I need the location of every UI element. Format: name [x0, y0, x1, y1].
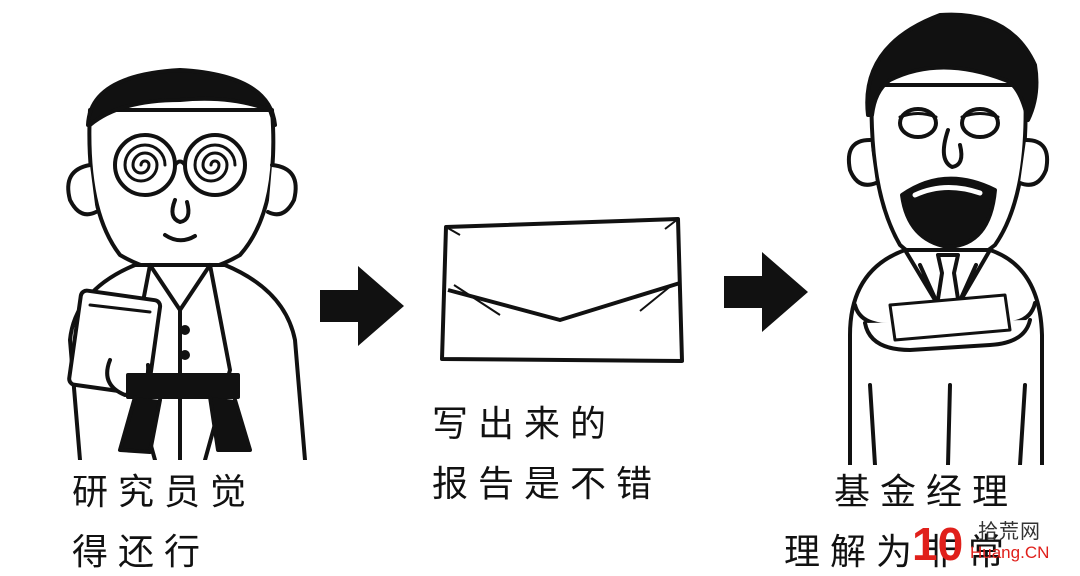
- right-caption: 基金经理 理解为非常: [784, 470, 1018, 576]
- fund-manager-figure: [847, 12, 1049, 465]
- researcher-figure: [66, 68, 307, 460]
- watermark-logo: 10 拾荒网 Huang.CN: [912, 515, 1072, 570]
- watermark-en: Huang.CN: [970, 543, 1050, 562]
- left-caption-line2: 得还行: [72, 532, 211, 573]
- middle-caption: 写出来的 报告是不错: [432, 402, 662, 508]
- middle-caption-line1: 写出来的: [432, 404, 617, 445]
- arrow-right-icon: [320, 266, 404, 346]
- middle-caption-line2: 报告是不错: [432, 464, 663, 505]
- right-caption-line1: 基金经理: [834, 472, 1019, 513]
- envelope-icon: [440, 217, 684, 363]
- watermark-cn: 拾荒网: [978, 519, 1041, 543]
- left-caption: 研究员觉 得还行: [72, 470, 256, 576]
- arrow-right-icon: [724, 252, 808, 332]
- right-caption-line2: 理解为非常: [784, 532, 1015, 573]
- watermark-number: 10: [912, 518, 964, 570]
- left-caption-line1: 研究员觉: [72, 472, 257, 513]
